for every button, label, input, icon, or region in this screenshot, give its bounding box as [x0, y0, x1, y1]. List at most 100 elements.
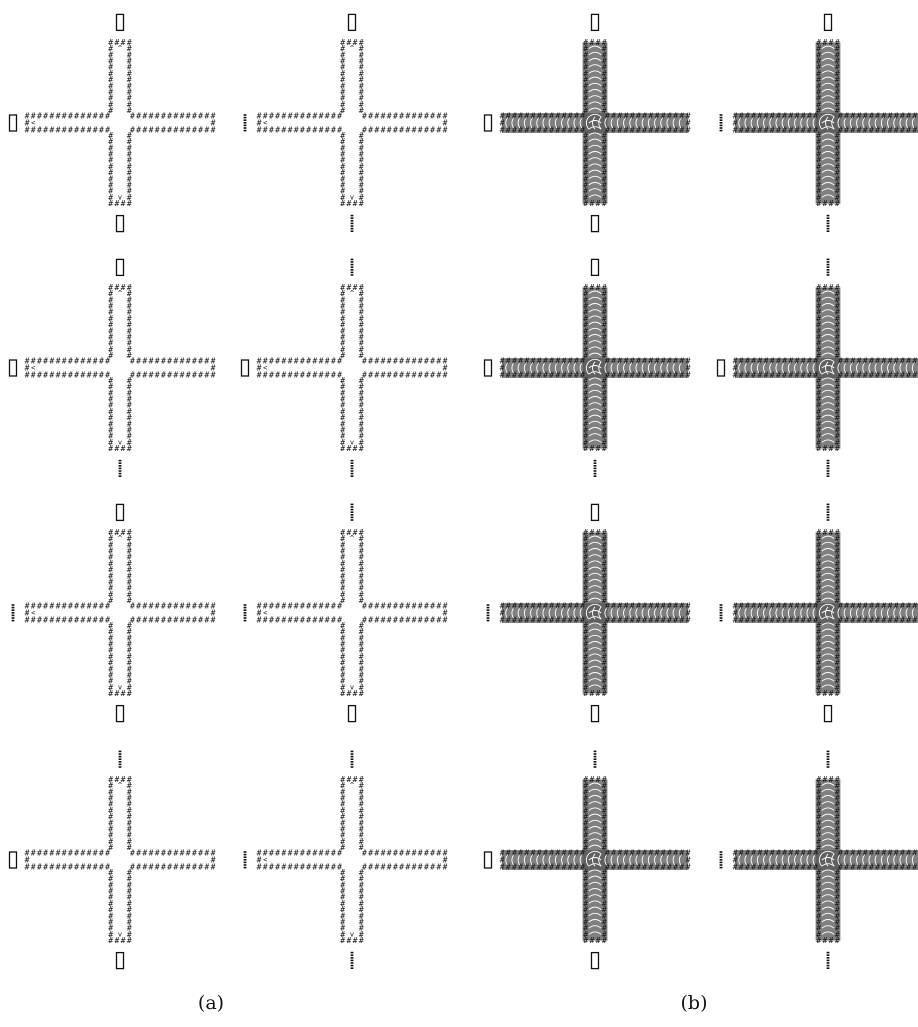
wall-tile: # — [580, 615, 585, 624]
wall-tile: # — [192, 862, 197, 871]
wall-tile: # — [630, 370, 635, 379]
wall-tile: # — [337, 849, 342, 858]
wall-tile: # — [269, 862, 274, 871]
wall-tile: # — [801, 849, 806, 858]
wall-tile: # — [739, 602, 744, 611]
wall-tile: # — [275, 125, 280, 134]
wall-tile: # — [829, 936, 834, 945]
wall-tile: # — [667, 849, 672, 858]
maze-map-b-r3-c2: ########################################… — [720, 504, 918, 722]
wall-tile: # — [105, 370, 110, 379]
wall-tile: # — [531, 357, 536, 366]
wall-tile: # — [630, 615, 635, 624]
wall-tile: # — [549, 357, 554, 366]
wall-tile: # — [580, 602, 585, 611]
wall-tile: # — [583, 936, 588, 945]
wall-tile: # — [362, 125, 367, 134]
wall-tile: # — [900, 849, 905, 858]
wall-tile: # — [574, 615, 579, 624]
corridor-fill — [735, 779, 918, 940]
wall-tile: # — [74, 615, 79, 624]
wall-tile: # — [381, 849, 386, 858]
wall-tile: # — [757, 615, 762, 624]
exit-left-bar-marker — [12, 604, 15, 621]
wall-tile: # — [269, 112, 274, 121]
wall-tile: # — [605, 849, 610, 858]
wall-tile: # — [838, 849, 843, 858]
maze-map-b-r2-c1: ########################################… — [485, 259, 691, 477]
wall-tile: # — [99, 357, 104, 366]
wall-tile: # — [74, 862, 79, 871]
wall-tile: # — [405, 357, 410, 366]
wall-tile: # — [374, 370, 379, 379]
wall-tile: # — [186, 357, 191, 366]
wall-tile: # — [198, 112, 203, 121]
wall-tile: # — [589, 936, 594, 945]
wall-tile: # — [881, 357, 886, 366]
wall-tile: # — [500, 856, 505, 865]
wall-tile: # — [568, 849, 573, 858]
wall-tile: # — [531, 125, 536, 134]
exit-bottom-bar-marker — [351, 215, 354, 232]
wall-tile: # — [374, 602, 379, 611]
wall-tile: # — [813, 112, 818, 121]
wall-tile: # — [838, 602, 843, 611]
wall-tile: # — [399, 357, 404, 366]
wall-tile: # — [568, 370, 573, 379]
wall-tile: # — [835, 936, 840, 945]
wall-tile: # — [757, 862, 762, 871]
caption-b: (b) — [664, 992, 724, 1014]
wall-tile: # — [857, 370, 862, 379]
wall-tile: # — [822, 775, 827, 784]
wall-tile: # — [630, 125, 635, 134]
wall-tile: # — [275, 370, 280, 379]
wall-tile: # — [574, 112, 579, 121]
wall-tile: # — [739, 357, 744, 366]
wall-tile: # — [543, 615, 548, 624]
wall-tile: # — [337, 862, 342, 871]
wall-tile: # — [56, 849, 61, 858]
wall-tile: # — [424, 112, 429, 121]
wall-tile: # — [74, 370, 79, 379]
wall-tile: # — [518, 125, 523, 134]
wall-tile: # — [300, 862, 305, 871]
wall-tile: # — [782, 112, 787, 121]
wall-tile: # — [161, 862, 166, 871]
wall-tile: # — [912, 112, 917, 121]
wall-tile: # — [611, 602, 616, 611]
wall-tile: # — [667, 615, 672, 624]
wall-tile: # — [596, 283, 601, 292]
wall-tile: # — [636, 849, 641, 858]
wall-tile: # — [776, 849, 781, 858]
wall-tile: # — [537, 370, 542, 379]
wall-tile: # — [74, 602, 79, 611]
wall-tile: # — [888, 357, 893, 366]
exit-left-bar-marker — [244, 851, 247, 868]
wall-tile: # — [537, 862, 542, 871]
wall-tile: # — [512, 849, 517, 858]
wall-tile: # — [368, 357, 373, 366]
wall-tile: # — [589, 199, 594, 208]
wall-tile: # — [275, 862, 280, 871]
exit-top-box-marker — [349, 14, 356, 30]
wall-tile: # — [745, 615, 750, 624]
wall-tile: # — [602, 444, 607, 453]
wall-tile: # — [319, 357, 324, 366]
wall-tile: # — [149, 370, 154, 379]
wall-tile: # — [555, 615, 560, 624]
wall-tile: # — [80, 357, 85, 366]
wall-tile: # — [99, 125, 104, 134]
wall-tile: # — [869, 370, 874, 379]
wall-tile: # — [807, 602, 812, 611]
wall-tile: # — [275, 357, 280, 366]
wall-tile: # — [186, 602, 191, 611]
wall-tile: # — [130, 602, 135, 611]
wall-tile: # — [648, 602, 653, 611]
wall-tile: # — [180, 849, 185, 858]
wall-tile: # — [636, 125, 641, 134]
wall-tile: # — [319, 615, 324, 624]
wall-tile: # — [838, 357, 843, 366]
wall-tile: # — [127, 689, 132, 698]
wall-tile: # — [430, 602, 435, 611]
wall-tile: # — [130, 112, 135, 121]
